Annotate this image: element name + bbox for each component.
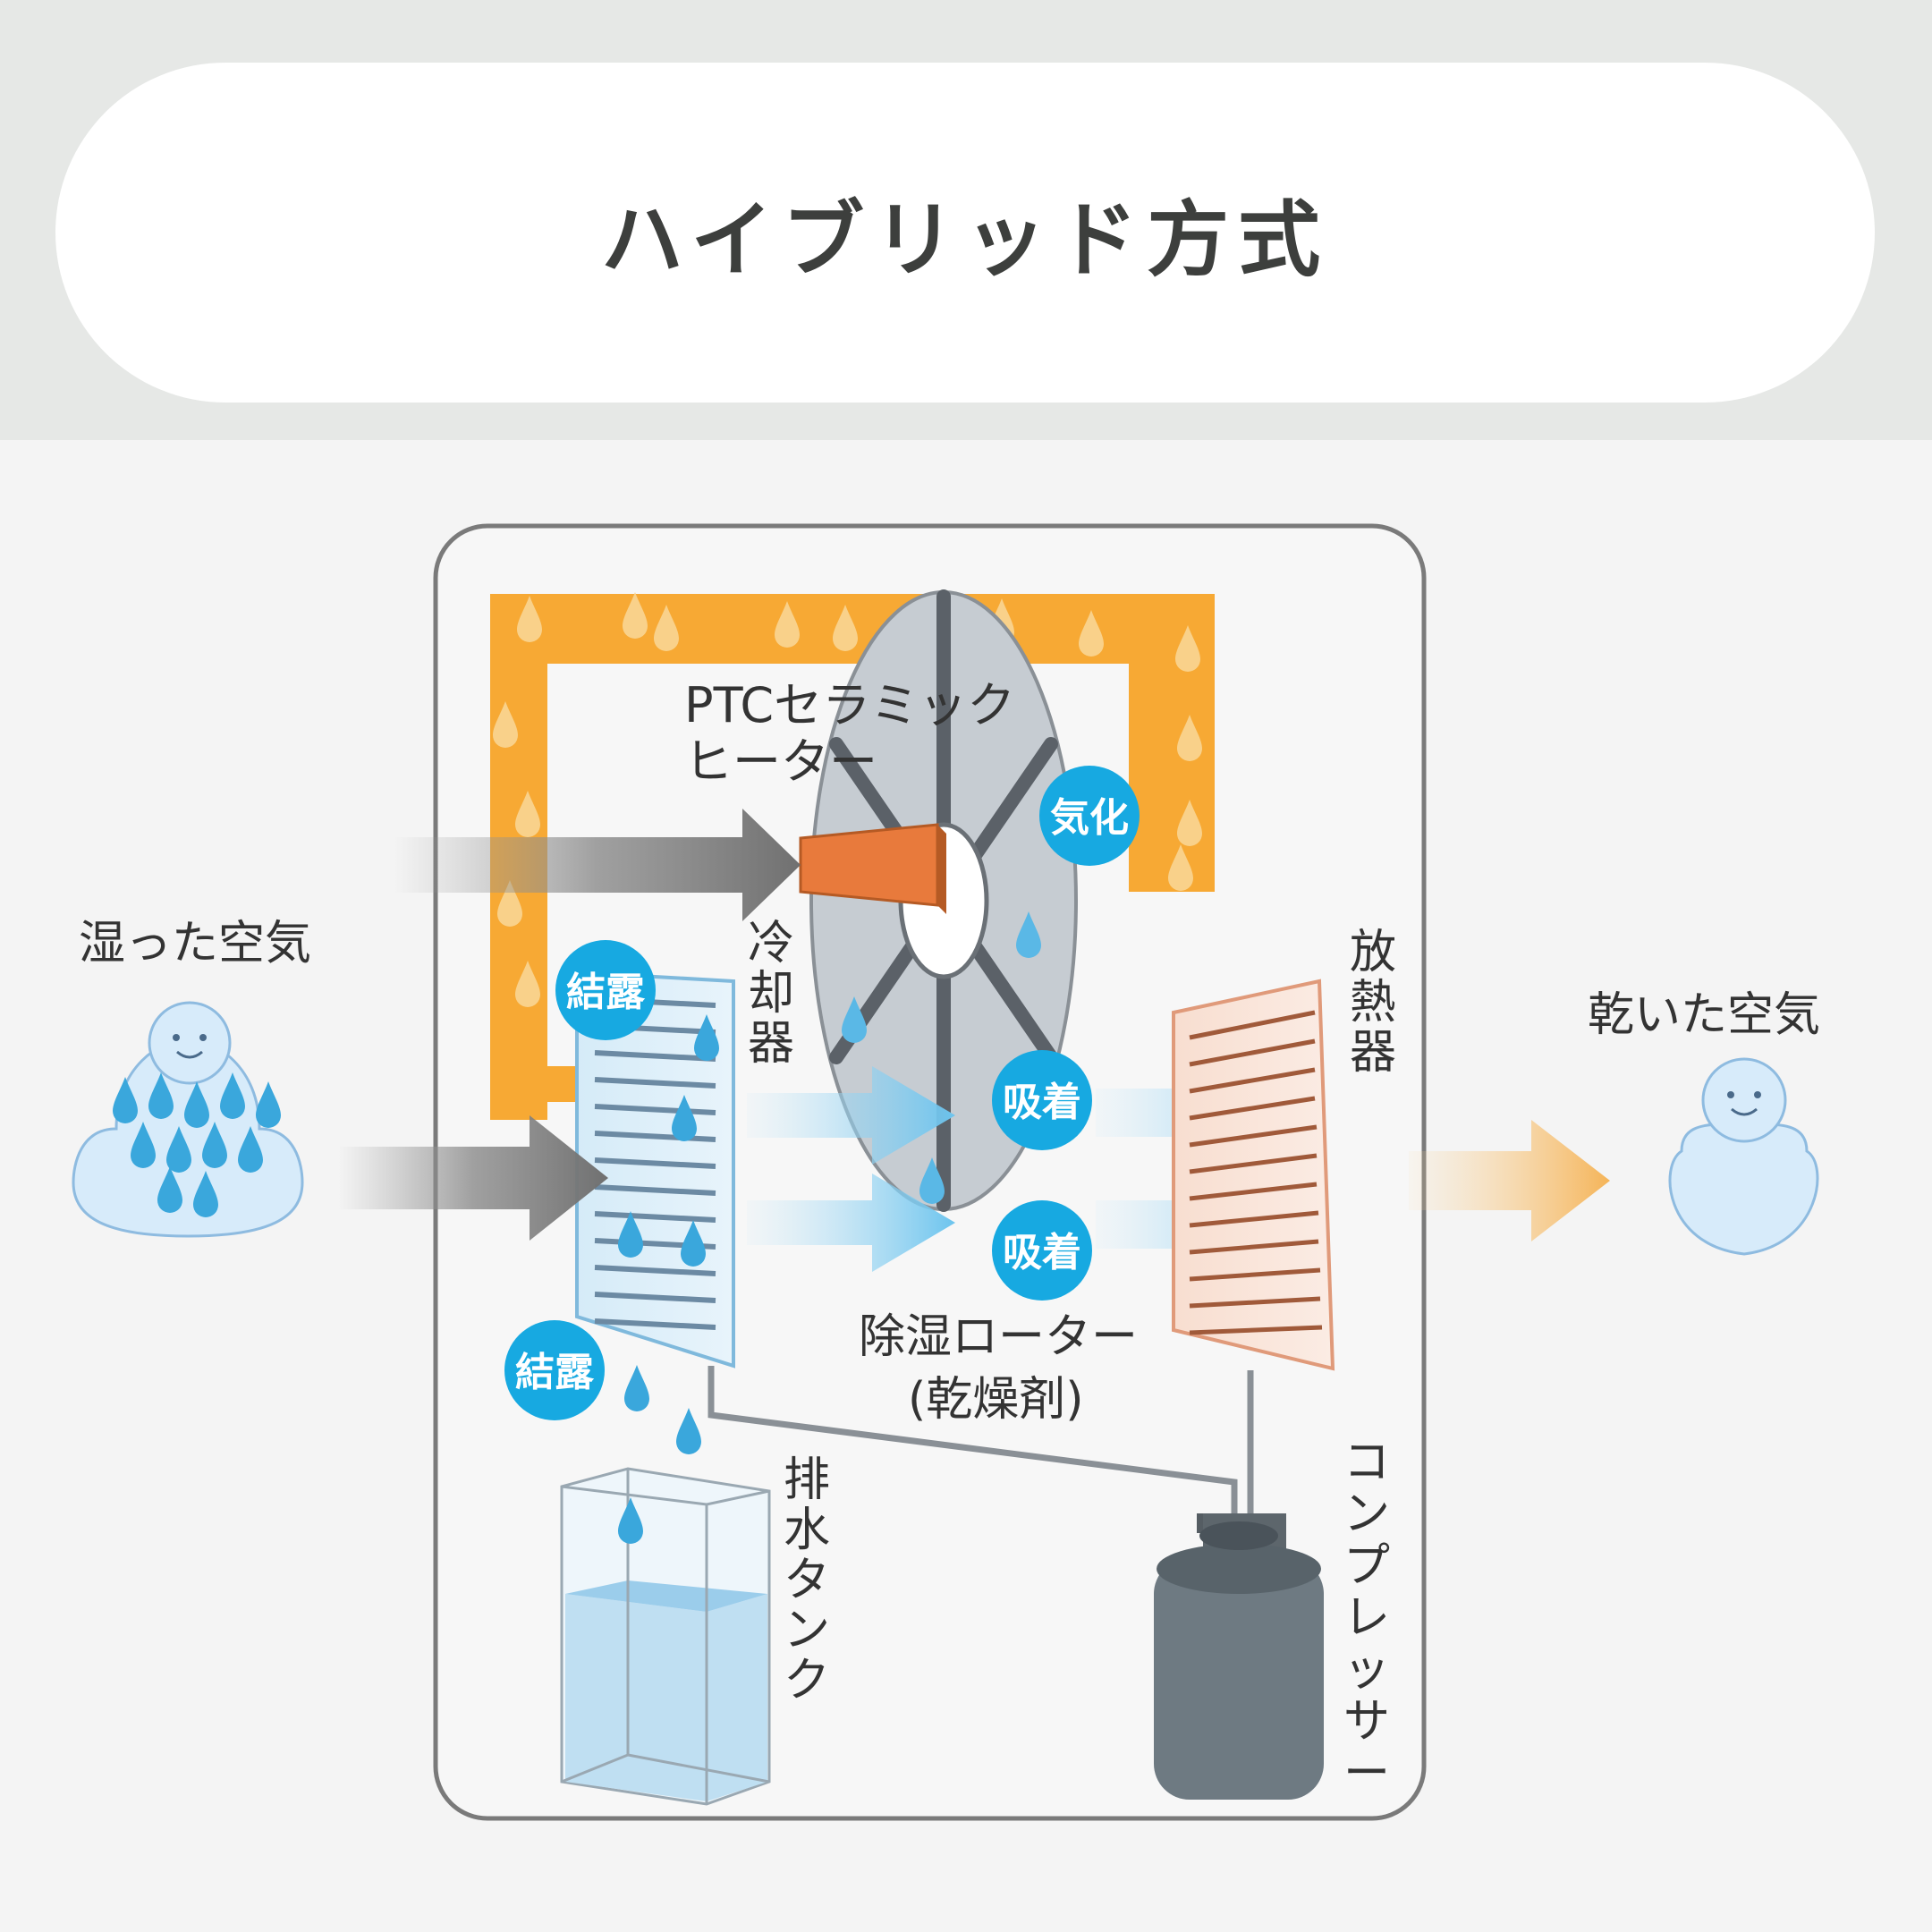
- refrigerant-pipes: [708, 1366, 1254, 1522]
- label-ptc-line1: PTCセラミック: [684, 677, 1015, 733]
- compressor: [1154, 1513, 1324, 1800]
- svg-text:放: 放: [1350, 926, 1396, 979]
- label-radiator: 放 熱 器: [1350, 926, 1396, 1080]
- badge-condense-top: 結露: [555, 940, 656, 1040]
- svg-text:熱: 熱: [1350, 976, 1396, 1030]
- air-in-heater-arrow: [394, 809, 801, 921]
- svg-text:サ: サ: [1343, 1695, 1390, 1749]
- svg-text:吸着: 吸着: [1003, 1230, 1081, 1275]
- ptc-heater: [799, 823, 939, 907]
- svg-text:却: 却: [748, 967, 794, 1021]
- svg-text:排: 排: [784, 1453, 830, 1507]
- svg-text:吸着: 吸着: [1003, 1080, 1081, 1125]
- label-compressor: コ ン プ レ ッ サ ー: [1343, 1436, 1390, 1801]
- svg-text:プ: プ: [1343, 1539, 1390, 1593]
- svg-text:ン: ン: [784, 1604, 830, 1657]
- dry-air-out-arrow: [1409, 1120, 1610, 1241]
- dehumidifier-diagram: 気化 結露 結露 吸着 吸着 湿った空気 乾いた空気 PTCセラミック ヒーター…: [72, 523, 1820, 1821]
- svg-text:気化: 気化: [1050, 795, 1129, 841]
- label-rotor-line1: 除湿ローター: [859, 1310, 1138, 1364]
- svg-text:コ: コ: [1343, 1436, 1390, 1489]
- drain-tank: [560, 1467, 771, 1806]
- label-cooler: 冷 却 器: [748, 917, 794, 1071]
- svg-text:冷: 冷: [748, 917, 794, 970]
- badge-vaporize: 気化: [1039, 766, 1140, 866]
- dry-air-character: [1668, 1057, 1819, 1256]
- air-duct: [490, 594, 1215, 1021]
- svg-text:ー: ー: [1343, 1747, 1390, 1801]
- label-humid-air: 湿った空気: [79, 917, 311, 970]
- page-title: ハイブリッド方式: [600, 191, 1330, 288]
- svg-text:器: 器: [748, 1017, 794, 1071]
- svg-text:結露: 結露: [515, 1350, 595, 1395]
- badge-condense-bottom: 結露: [504, 1320, 605, 1420]
- title-pill: ハイブリッド方式: [55, 63, 1875, 402]
- badge-adsorb-top: 吸着: [992, 1050, 1092, 1150]
- humid-air-in-arrow: [338, 1115, 608, 1241]
- svg-text:水: 水: [784, 1504, 830, 1557]
- svg-text:タ: タ: [784, 1554, 830, 1607]
- label-drain-tank: 排 水 タ ン ク: [784, 1453, 830, 1707]
- svg-text:ク: ク: [784, 1654, 830, 1707]
- svg-text:結露: 結露: [566, 970, 646, 1015]
- label-ptc-line2: ヒーター: [684, 733, 877, 790]
- svg-text:レ: レ: [1343, 1591, 1390, 1645]
- header-band: ハイブリッド方式: [0, 0, 1932, 440]
- humid-air-character: [72, 1001, 304, 1238]
- cooled-air-arrow-bottom: [747, 1174, 955, 1272]
- svg-text:ン: ン: [1343, 1487, 1390, 1541]
- badge-adsorb-bottom: 吸着: [992, 1200, 1092, 1301]
- cooled-air-arrow-top: [747, 1066, 955, 1165]
- radiator-unit: [1172, 979, 1335, 1371]
- label-dry-air: 乾いた空気: [1588, 988, 1820, 1042]
- svg-text:ッ: ッ: [1343, 1643, 1390, 1697]
- label-rotor-line2: (乾燥剤): [908, 1373, 1084, 1427]
- svg-text:器: 器: [1350, 1026, 1396, 1080]
